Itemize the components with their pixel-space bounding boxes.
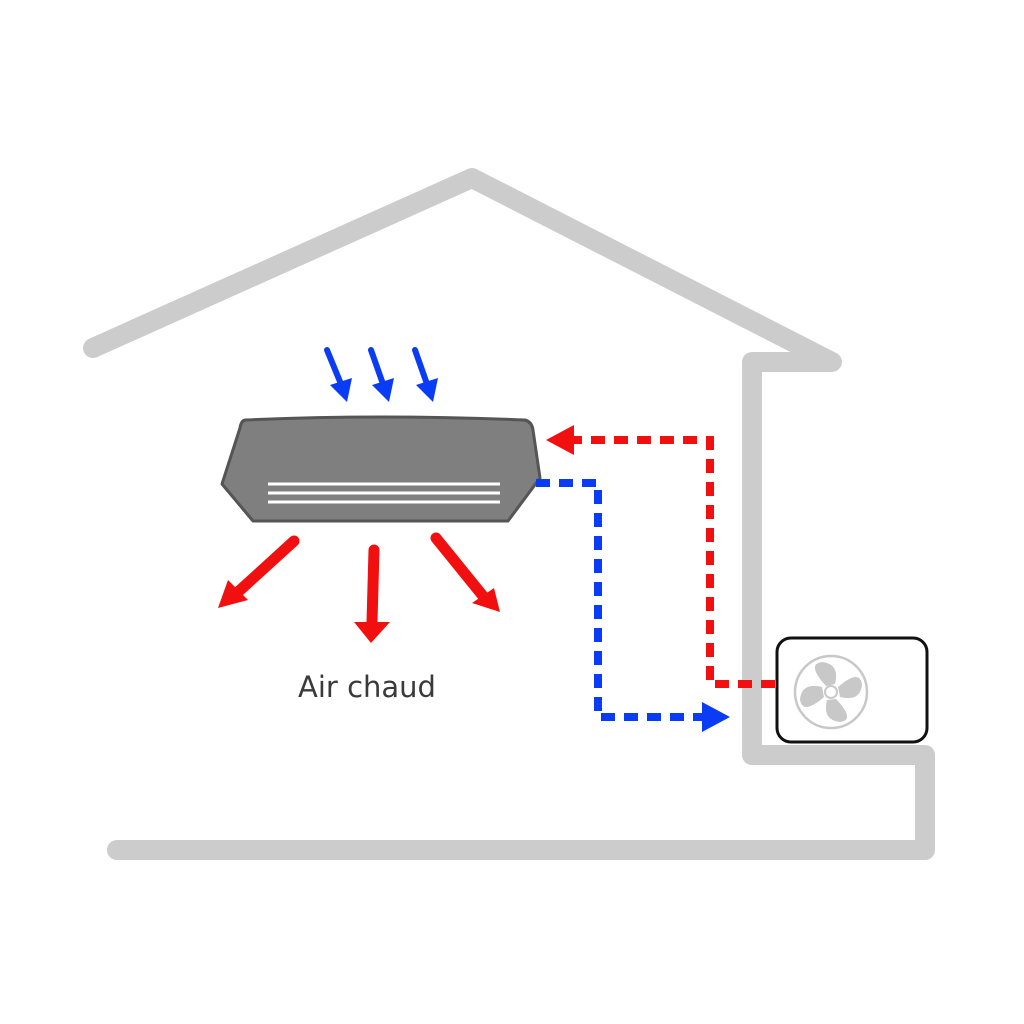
hot-line-arrowhead [546, 425, 574, 455]
fan-icon [793, 654, 869, 730]
warm-air-label: Air chaud [298, 670, 436, 704]
hot-refrigerant-line [546, 425, 775, 688]
intake-arrow [324, 347, 352, 402]
air-conditioner-icon [220, 415, 542, 523]
warm-air-arrow [218, 535, 300, 608]
warm-air-arrow [354, 544, 390, 643]
warm-air-arrows [218, 532, 500, 643]
warm-air-arrow [430, 532, 500, 612]
intake-arrow [368, 347, 394, 402]
house-roof [83, 168, 935, 860]
cold-refrigerant-line [536, 479, 730, 732]
intake-arrows [324, 347, 438, 402]
heat-pump-outdoor-unit-icon [775, 636, 929, 744]
house-outline [83, 168, 935, 860]
cold-line-arrowhead [702, 702, 730, 732]
intake-arrow [412, 347, 438, 402]
indoor-unit-body [220, 415, 542, 523]
